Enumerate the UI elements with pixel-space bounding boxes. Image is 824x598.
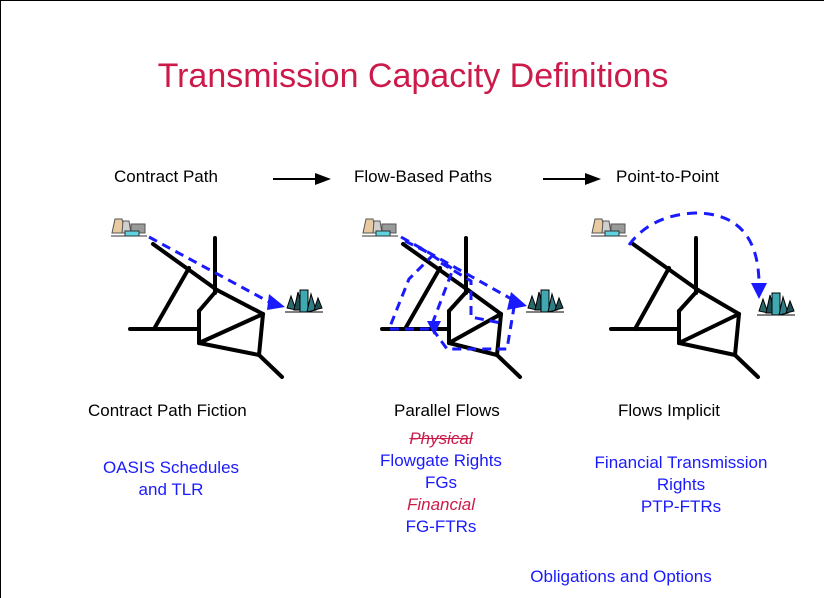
slide-title: Transmission Capacity Definitions (157, 57, 669, 95)
network-flow-based (380, 236, 522, 379)
fg-ftrs-label: FG-FTRs (405, 517, 477, 536)
power-plant-icon (590, 218, 628, 237)
note-line: Financial Transmission (594, 453, 768, 472)
city-buildings-icon (284, 289, 324, 313)
note-line: and TLR (138, 480, 204, 499)
arrowhead-icon (507, 292, 527, 310)
col2-notes: Physical Flowgate Rights FGs Financial F… (361, 428, 521, 538)
right-arrow-icon (273, 173, 331, 185)
header-contract-path: Contract Path (114, 167, 218, 186)
arrowhead-icon (751, 283, 767, 299)
city-buildings-icon (525, 289, 565, 313)
right-arrow-icon (543, 173, 601, 185)
caption-parallel-flows: Parallel Flows (394, 401, 500, 420)
col1-notes: OASIS Schedules and TLR (101, 457, 241, 501)
footer-note: Obligations and Options (530, 567, 712, 586)
flowgate-rights-label: Flowgate Rights (380, 451, 502, 470)
note-line: PTP-FTRs (640, 497, 722, 516)
note-line: OASIS Schedules (102, 458, 240, 477)
col3-notes: Financial Transmission Rights PTP-FTRs (571, 452, 791, 518)
network-point-to-point (609, 236, 760, 379)
arrowhead-icon (267, 294, 285, 310)
arrowhead-icon (427, 321, 441, 335)
caption-flows-implicit: Flows Implicit (618, 401, 721, 420)
header-flow-based-paths: Flow-Based Paths (354, 167, 492, 186)
physical-label: Physical (409, 429, 473, 448)
network-contract-path (128, 236, 284, 379)
fgs-label: FGs (424, 473, 458, 492)
flow-path-contract (148, 235, 272, 305)
header-point-to-point: Point-to-Point (616, 167, 719, 186)
city-buildings-icon (756, 292, 796, 316)
flow-path-point-to-point (627, 211, 761, 286)
note-line: Rights (656, 475, 706, 494)
flow-paths-parallel (386, 235, 517, 351)
caption-contract-path-fiction: Contract Path Fiction (88, 401, 247, 420)
power-plant-icon (361, 218, 399, 237)
financial-label: Financial (406, 495, 476, 514)
power-plant-icon (110, 218, 148, 237)
